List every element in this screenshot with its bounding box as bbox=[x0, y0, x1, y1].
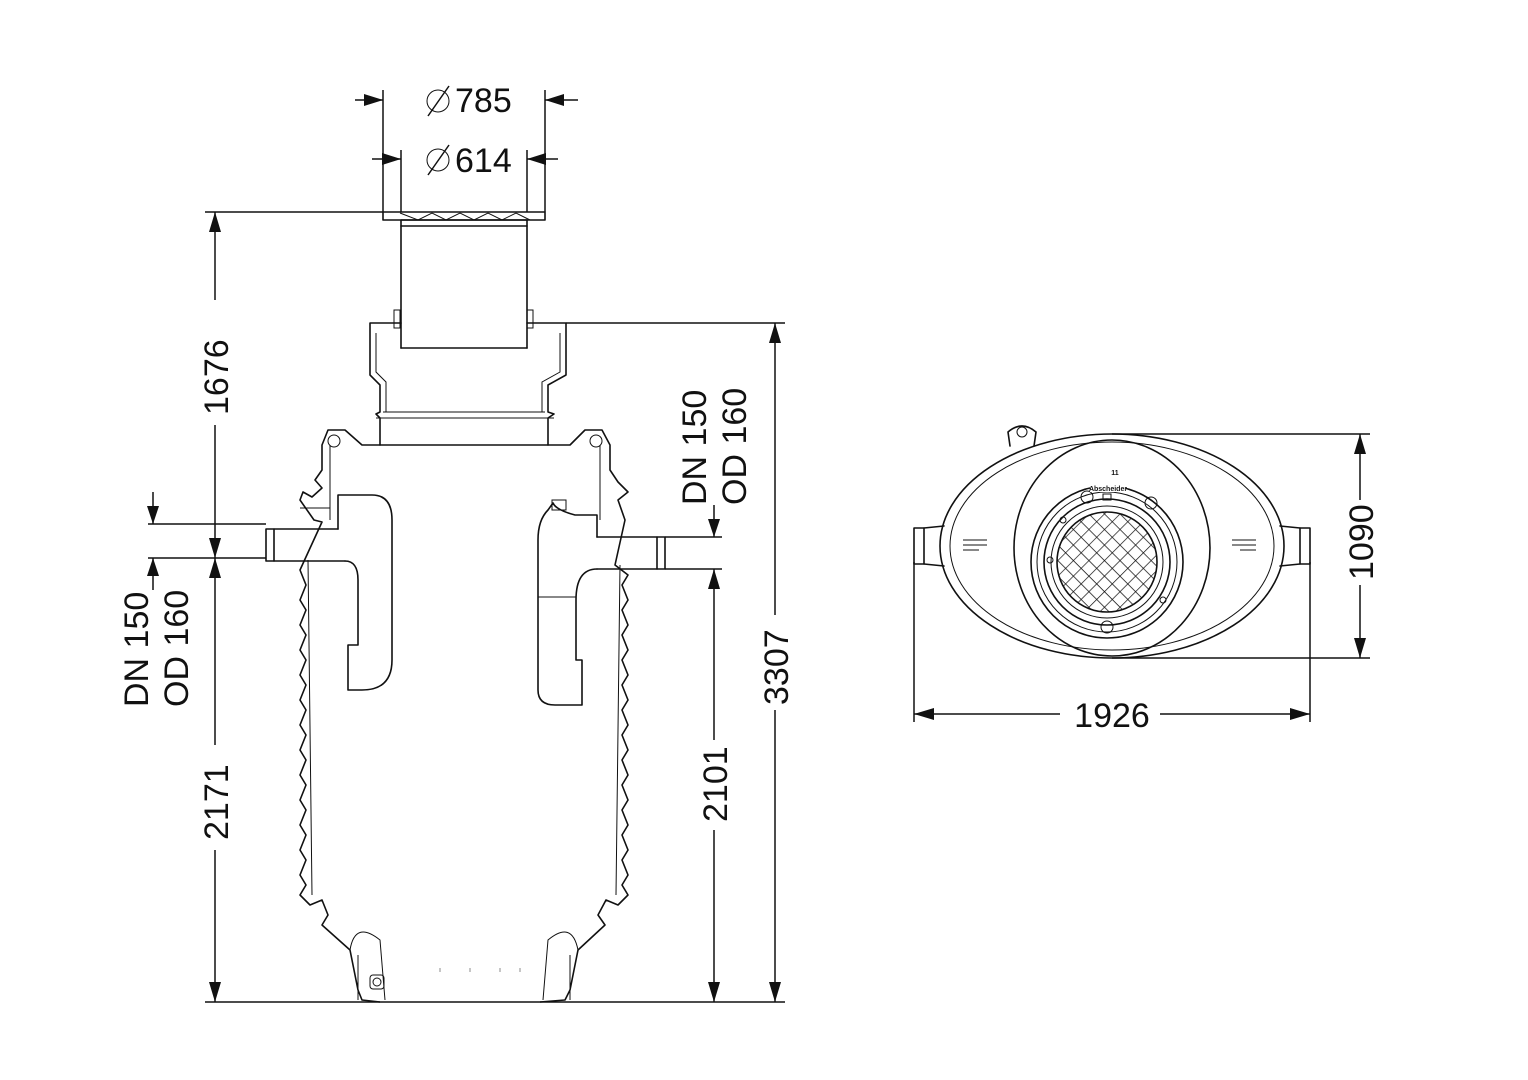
outlet-spec-line1: DN 150 bbox=[676, 390, 714, 505]
inlet-pipe bbox=[265, 494, 393, 691]
dim-outer-diameter-label: 785 bbox=[455, 82, 512, 120]
top-view: Abscheider 11 1926 1090 bbox=[913, 425, 1381, 735]
dim-cover-height-label: 1676 bbox=[198, 339, 236, 415]
tank-body bbox=[299, 429, 629, 1003]
top-outlet-stub bbox=[1279, 525, 1311, 567]
dim-width-label: 1090 bbox=[1343, 504, 1381, 580]
dim-width: 1090 bbox=[1112, 433, 1381, 659]
dim-cover-height: 1676 bbox=[198, 211, 383, 558]
cover-number: 11 bbox=[1111, 470, 1119, 477]
manhole-cover-side bbox=[382, 211, 546, 227]
lifting-eye bbox=[1007, 425, 1037, 447]
dim-length-label: 1926 bbox=[1074, 697, 1150, 735]
grate-pattern bbox=[1057, 512, 1157, 612]
cover-text: Abscheider bbox=[1089, 486, 1127, 493]
outlet-spec: DN 150 OD 160 bbox=[665, 388, 754, 538]
side-view: 785 614 1676 bbox=[118, 82, 796, 1003]
dome-neck bbox=[369, 322, 567, 446]
manhole-cover-top: Abscheider 11 bbox=[1030, 470, 1184, 639]
cover-bolts bbox=[1046, 490, 1167, 634]
dim-outlet-height: 2101 bbox=[665, 568, 735, 1002]
outlet-pipe bbox=[537, 499, 666, 706]
extension-shaft bbox=[393, 225, 534, 349]
dim-outlet-height-label: 2101 bbox=[697, 746, 735, 822]
top-inlet-stub bbox=[913, 525, 945, 567]
dim-length: 1926 bbox=[913, 562, 1311, 735]
inlet-spec-line1: DN 150 bbox=[118, 592, 156, 707]
inlet-spec: DN 150 OD 160 bbox=[118, 590, 196, 707]
inlet-spec-line2: OD 160 bbox=[158, 590, 196, 707]
dim-total-height: 3307 bbox=[540, 322, 796, 1003]
dim-total-height-label: 3307 bbox=[758, 629, 796, 705]
dim-inner-diameter: 614 bbox=[372, 142, 558, 212]
dim-outer-diameter: 785 bbox=[355, 82, 578, 212]
dim-inlet-height: 2171 bbox=[147, 492, 380, 1003]
outlet-spec-line2: OD 160 bbox=[716, 388, 754, 505]
dim-inlet-height-label: 2171 bbox=[198, 764, 236, 840]
dim-inner-diameter-label: 614 bbox=[455, 142, 512, 180]
